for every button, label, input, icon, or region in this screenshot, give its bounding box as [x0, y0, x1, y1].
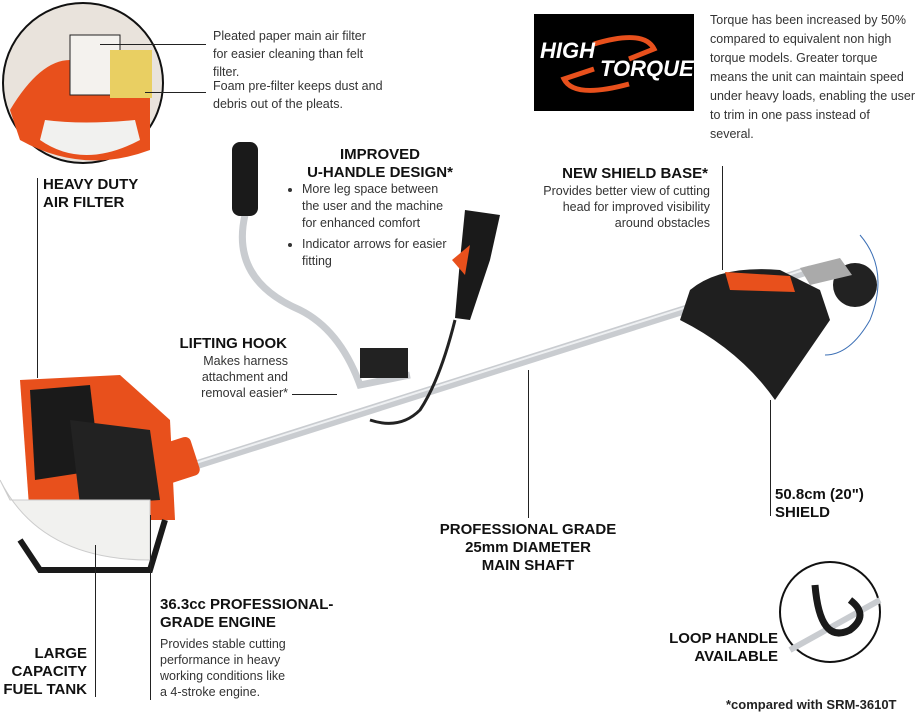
leader-line [95, 545, 96, 697]
title-line: FUEL TANK [3, 681, 87, 698]
title-line: IMPROVED [339, 146, 420, 163]
leader-line [37, 178, 38, 378]
air-filter-note-2: Foam pre-filter keeps dust and debris ou… [213, 79, 383, 111]
fuel-tank-title: LARGE CAPACITY FUEL TANK [0, 645, 87, 699]
title-line: 50.8cm (20") [775, 486, 864, 503]
engine-title: 36.3cc PROFESSIONAL- GRADE ENGINE [160, 596, 333, 632]
title-line: SHIELD [775, 504, 831, 521]
title-line: LOOP HANDLE [669, 630, 778, 647]
right-grip [455, 210, 500, 320]
title-line: AIR FILTER [43, 194, 125, 211]
lifting-hook-description: Makes harness attachment and removal eas… [201, 354, 288, 400]
main-shaft-title: PROFESSIONAL GRADE 25mm DIAMETER MAIN SH… [428, 521, 628, 575]
title-line: LARGE [34, 645, 88, 662]
high-torque-description: Torque has been increased by 50% compare… [710, 13, 916, 141]
title-line: 25mm DIAMETER [465, 539, 591, 556]
title-line: CAPACITY [11, 663, 87, 680]
handle-clamp [360, 348, 408, 378]
title-line: U-HANDLE DESIGN* [307, 164, 453, 181]
title-line: AVAILABLE [694, 648, 778, 665]
title-line: GRADE ENGINE [160, 614, 276, 631]
u-handle [238, 214, 411, 390]
u-handle-title: IMPROVED U-HANDLE DESIGN* [300, 146, 460, 182]
title-line: MAIN SHAFT [481, 557, 575, 574]
bullet-item: Indicator arrows for easier fitting [302, 236, 452, 270]
shield-base-description: Provides better view of cutting head for… [543, 184, 710, 230]
shield-base-title: NEW SHIELD BASE* [562, 165, 708, 182]
engine [0, 375, 175, 573]
shield-assembly [680, 234, 879, 400]
leader-line [150, 515, 151, 700]
logo-word-high: HIGH [540, 38, 595, 63]
leader-line [770, 400, 771, 516]
title-line: PROFESSIONAL GRADE [439, 521, 617, 538]
loop-handle-title: LOOP HANDLE AVAILABLE [640, 630, 778, 666]
air-filter-title: HEAVY DUTY AIR FILTER [43, 176, 138, 212]
air-filter-note-1: Pleated paper main air filter for easier… [213, 29, 366, 79]
u-handle-bullets: More leg space between the user and the … [290, 181, 452, 274]
loop-handle-inset [779, 561, 882, 663]
leader-line [722, 166, 723, 270]
leader-line [292, 394, 337, 395]
footnote: *compared with SRM-3610T [726, 697, 897, 712]
lifting-hook-title: LIFTING HOOK [179, 335, 288, 352]
leader-line [528, 370, 529, 518]
high-torque-logo: HIGH TORQUE [534, 14, 694, 111]
title-line: HEAVY DUTY [43, 176, 139, 193]
leader-line [145, 92, 206, 93]
logo-word-torque: TORQUE [600, 56, 694, 81]
engine-description: Provides stable cutting performance in h… [160, 637, 286, 699]
air-filter-inset [2, 2, 164, 164]
shield-title: 50.8cm (20") SHIELD [775, 486, 864, 522]
left-grip [232, 142, 258, 216]
bullet-item: More leg space between the user and the … [302, 181, 452, 232]
title-line: 36.3cc PROFESSIONAL- [160, 596, 334, 613]
leader-line [100, 44, 206, 45]
